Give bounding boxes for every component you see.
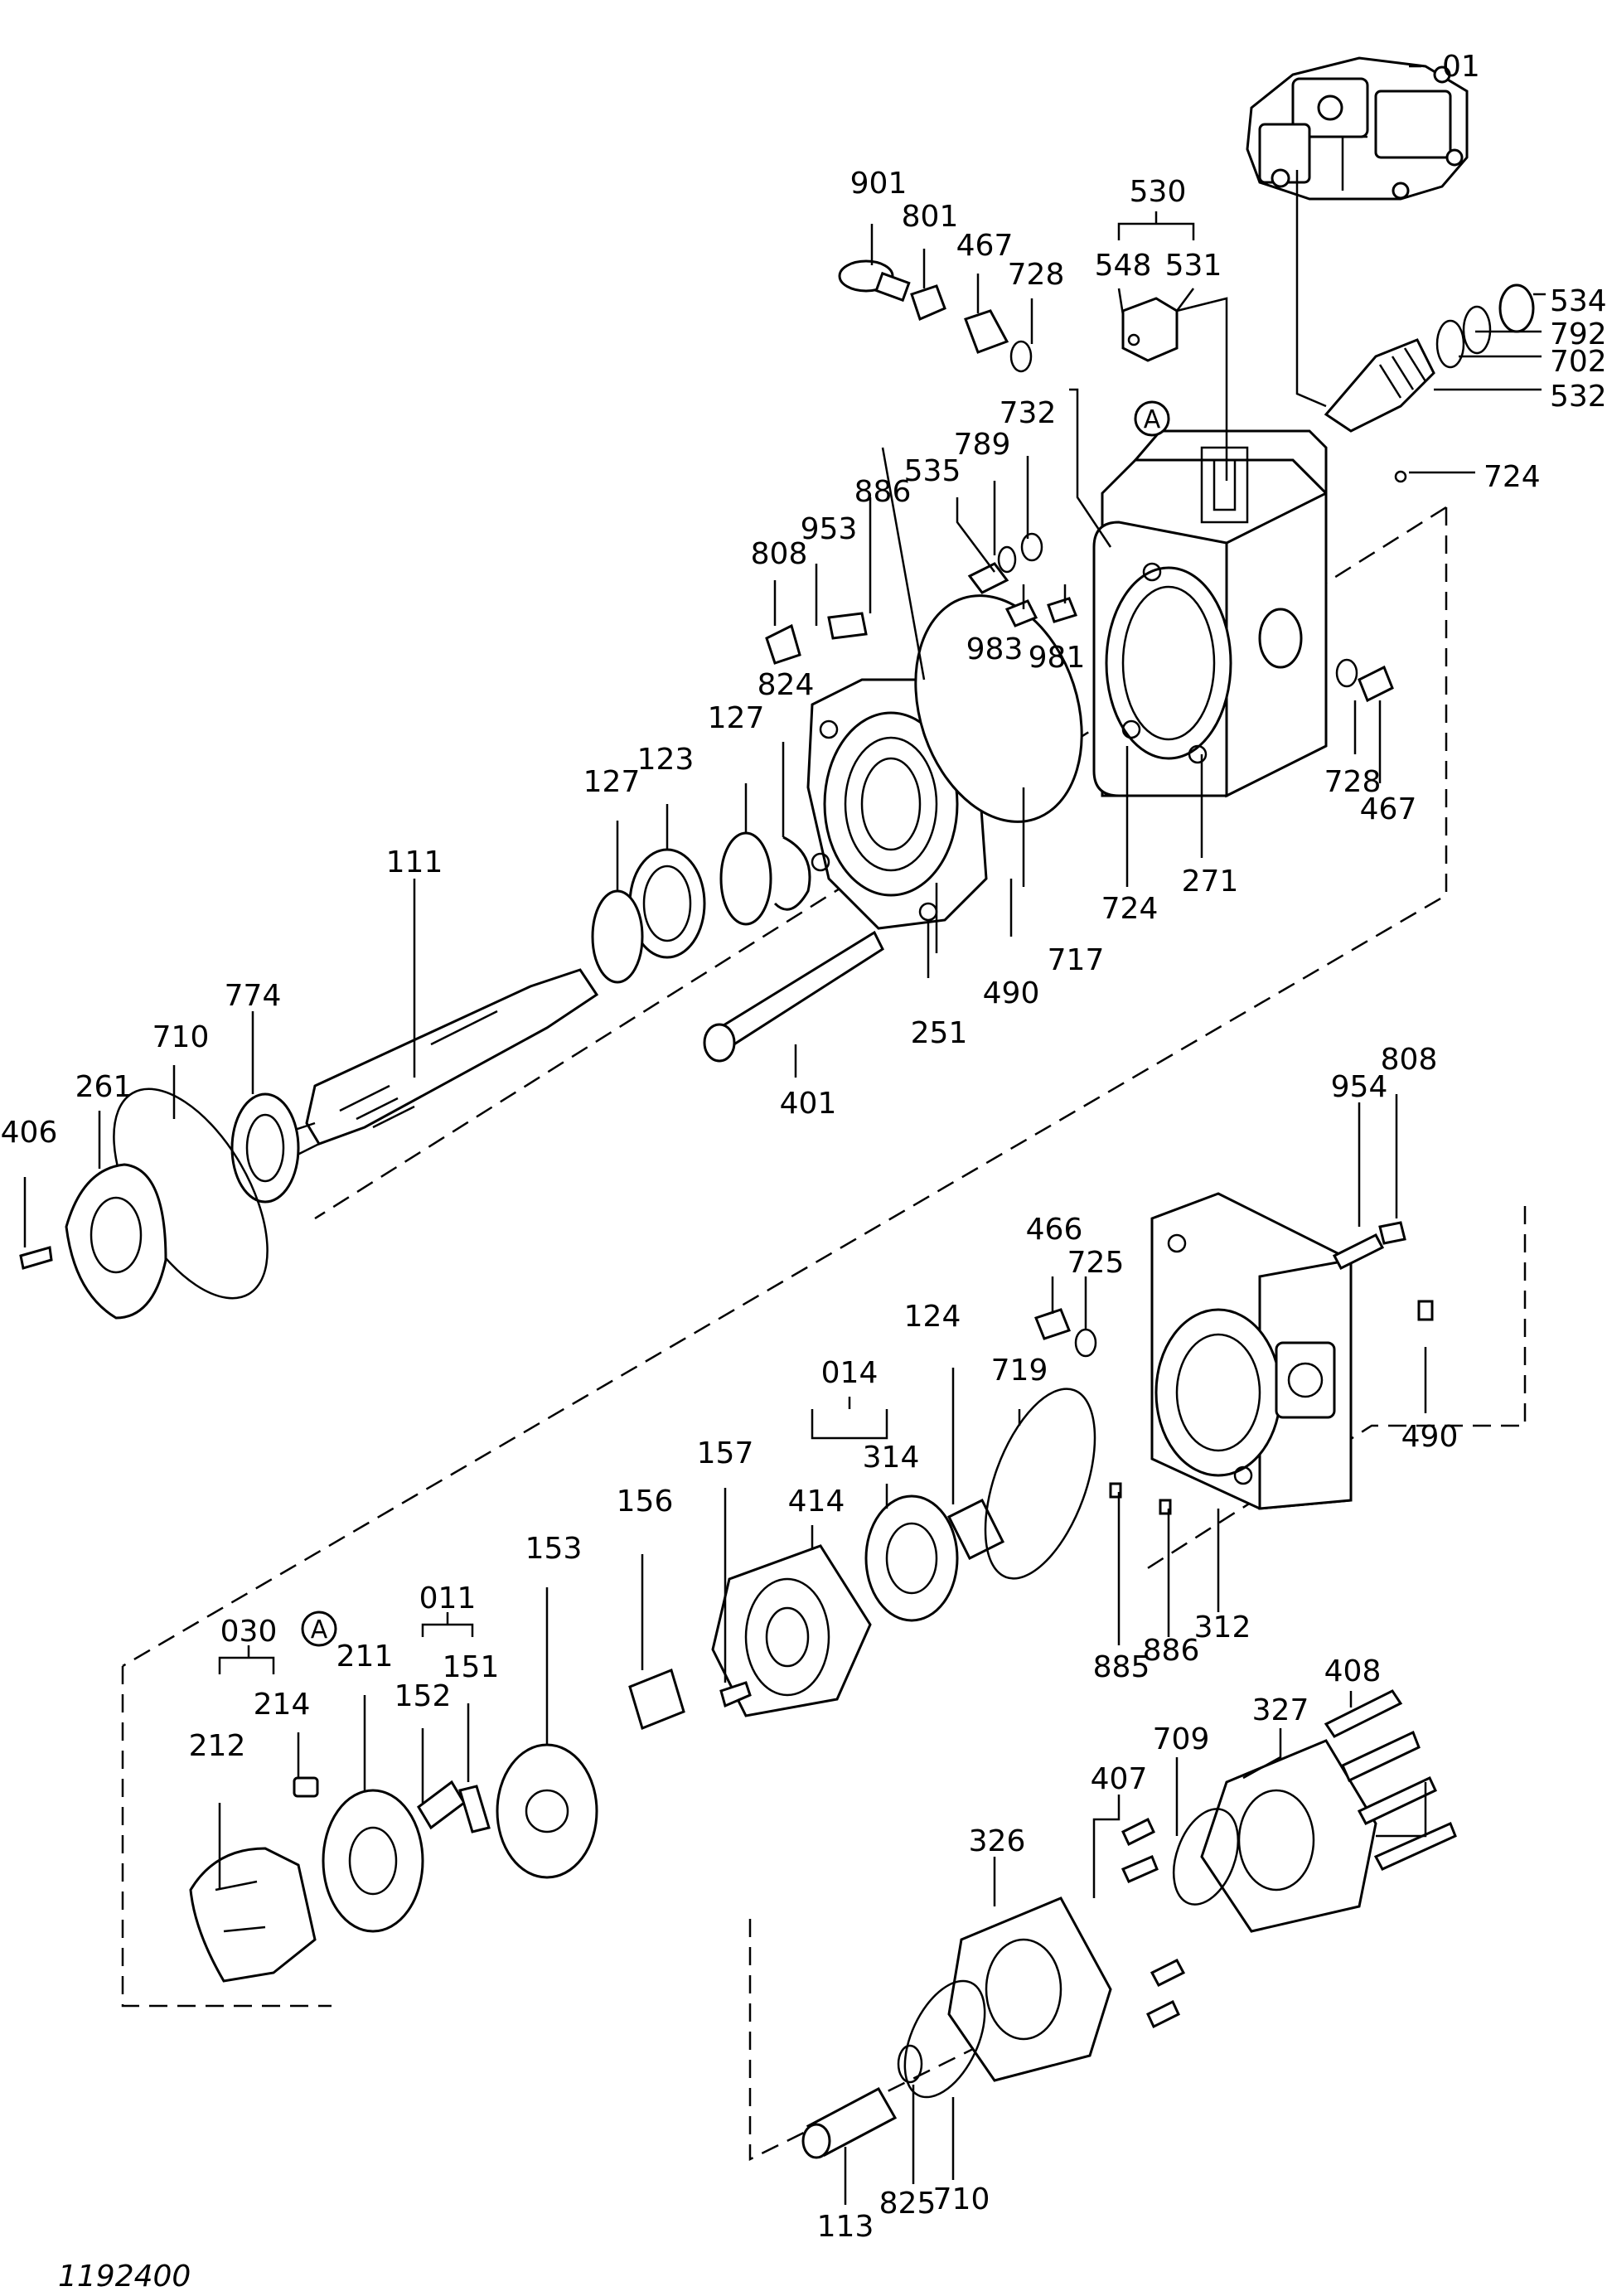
long-bolt [703, 930, 884, 1063]
seal-cover-group [19, 1087, 300, 1320]
label-774: 774 [225, 979, 282, 1013]
svg-text:A: A [1144, 405, 1161, 434]
label-251: 251 [911, 1016, 968, 1050]
cover-bolts [1121, 1689, 1457, 2029]
label-490-bottom: 490 [1401, 1420, 1459, 1454]
valve-block [1150, 1192, 1353, 1510]
retainer-group [496, 1668, 752, 1879]
label-467-top: 467 [956, 229, 1014, 263]
label-953: 953 [801, 512, 858, 546]
label-530: 530 [1130, 175, 1187, 209]
svg-text:A: A [311, 1615, 328, 1644]
label-014: 014 [821, 1356, 879, 1390]
label-261: 261 [75, 1070, 133, 1104]
piston-swash-group [189, 1776, 491, 1983]
eye-bolt-group [838, 259, 1033, 373]
label-710-bottom: 710 [933, 2182, 990, 2216]
rotating-group [711, 1388, 1096, 1717]
label-728-right: 728 [1324, 765, 1382, 799]
regulator-assembly [1246, 56, 1469, 201]
label-983: 983 [966, 632, 1024, 666]
label-728-top: 728 [1008, 258, 1065, 292]
label-152: 152 [394, 1679, 452, 1713]
label-127-left: 127 [583, 765, 641, 799]
label-808-top: 808 [751, 537, 808, 571]
label-901: 901 [850, 167, 908, 201]
figure-id: 1192400 [58, 2260, 191, 2294]
lower-small-parts [1034, 1221, 1434, 1515]
label-710-top: 710 [152, 1020, 210, 1054]
label-151: 151 [443, 1650, 500, 1684]
label-127-right: 127 [708, 701, 765, 735]
label-407: 407 [1091, 1762, 1148, 1796]
label-212: 212 [189, 1729, 246, 1763]
label-531: 531 [1165, 249, 1222, 283]
label-214: 214 [254, 1688, 311, 1722]
label-414: 414 [788, 1485, 845, 1519]
label-725: 725 [1067, 1246, 1125, 1280]
label-312: 312 [1194, 1611, 1251, 1644]
label-801: 801 [902, 200, 959, 234]
reference-marker-bottom: A [301, 1611, 337, 1647]
label-886-top: 886 [854, 475, 912, 509]
label-808-bottom: 808 [1381, 1043, 1438, 1077]
label-01: 01 [1442, 50, 1480, 84]
label-702: 702 [1550, 345, 1607, 379]
label-535: 535 [904, 454, 961, 488]
end-cover-group [801, 1739, 1377, 2159]
label-709: 709 [1153, 1722, 1210, 1756]
pump-casing [1092, 429, 1328, 798]
housing-small-parts [765, 470, 1407, 703]
label-314: 314 [863, 1441, 920, 1475]
label-724-top: 724 [1484, 460, 1541, 494]
label-211: 211 [336, 1640, 394, 1674]
label-717: 717 [1048, 943, 1105, 977]
block-531 [1121, 297, 1179, 362]
label-124: 124 [904, 1300, 961, 1334]
label-719: 719 [991, 1354, 1048, 1388]
label-954: 954 [1331, 1070, 1388, 1104]
label-326: 326 [969, 1824, 1026, 1858]
label-113: 113 [817, 2210, 874, 2244]
label-466: 466 [1026, 1213, 1083, 1247]
label-011: 011 [419, 1582, 477, 1615]
label-824: 824 [758, 668, 815, 702]
label-885: 885 [1093, 1650, 1150, 1684]
label-789: 789 [954, 428, 1011, 462]
leader-lines [23, 65, 1546, 2205]
label-532: 532 [1550, 380, 1607, 414]
reference-marker-top: A [1134, 400, 1170, 437]
label-408: 408 [1324, 1654, 1382, 1688]
label-406: 406 [1, 1116, 58, 1150]
label-534: 534 [1550, 284, 1607, 318]
label-030: 030 [220, 1615, 278, 1649]
label-825: 825 [879, 2187, 937, 2221]
label-401: 401 [780, 1087, 837, 1121]
drive-shaft [288, 968, 599, 1158]
gasket [914, 594, 1083, 823]
label-490-top: 490 [983, 976, 1040, 1010]
adjusting-screw-group [1324, 283, 1535, 433]
label-111: 111 [386, 845, 443, 879]
part-labels: 01 530 548 531 901 801 467 728 534 792 7… [1, 50, 1607, 2244]
label-724-mid: 724 [1101, 892, 1159, 926]
label-792: 792 [1550, 317, 1607, 351]
label-981: 981 [1029, 641, 1086, 675]
label-732: 732 [1000, 396, 1057, 430]
bearing-and-rings [591, 831, 811, 984]
label-156: 156 [617, 1485, 674, 1519]
label-886-bottom: 886 [1143, 1634, 1200, 1668]
label-467-right: 467 [1360, 792, 1417, 826]
label-548: 548 [1095, 249, 1152, 283]
label-157: 157 [697, 1436, 754, 1470]
label-271: 271 [1182, 865, 1239, 899]
label-153: 153 [525, 1532, 583, 1566]
label-123: 123 [637, 743, 695, 777]
label-327: 327 [1252, 1693, 1309, 1727]
